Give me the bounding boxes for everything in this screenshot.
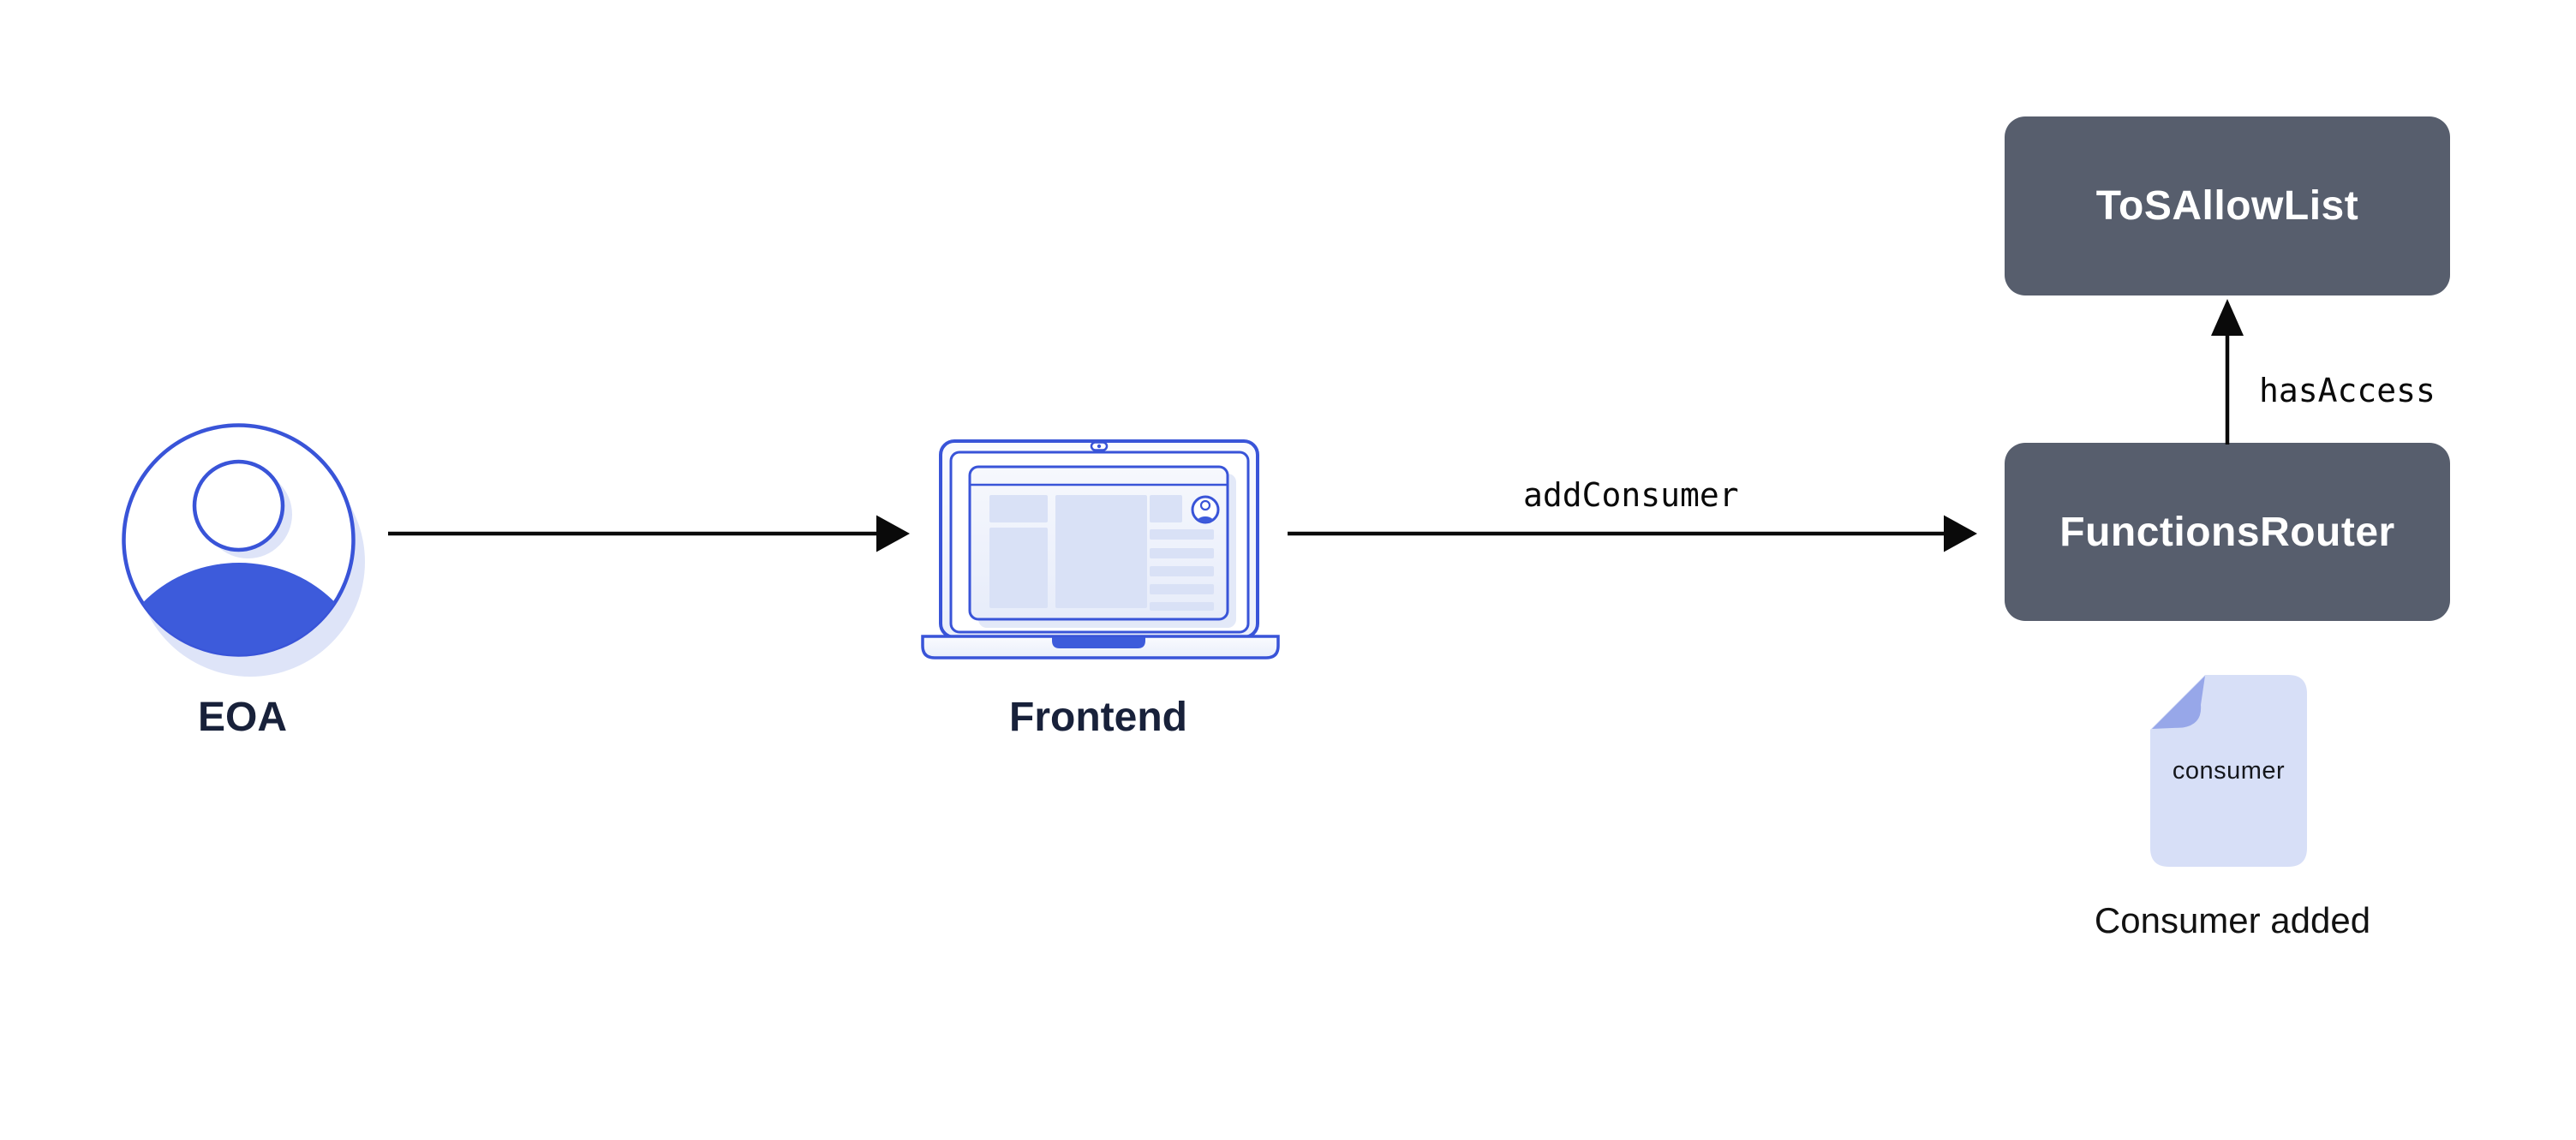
arrow-right-icon [388,515,910,552]
edge-label-hasaccess: hasAccess [2259,372,2436,409]
edge-label-addconsumer: addConsumer [1523,476,1739,514]
artifact-caption: Consumer added [2094,900,2371,940]
node-label-eoa: EOA [197,695,287,740]
contract-label: FunctionsRouter [2059,509,2395,555]
arrow-up-icon [2211,299,2244,445]
contract-label: ToSAllowList [2095,183,2359,229]
node-label-frontend: Frontend [1009,695,1187,740]
document-text: consumer [2172,757,2286,785]
user-avatar-icon [122,423,365,677]
document-icon [2150,675,2307,867]
node-tos-allow-list: ToSAllowList [2005,116,2450,295]
laptop-icon [921,439,1280,660]
arrow-right-icon [1288,515,1977,552]
node-functions-router: FunctionsRouter [2005,443,2450,621]
